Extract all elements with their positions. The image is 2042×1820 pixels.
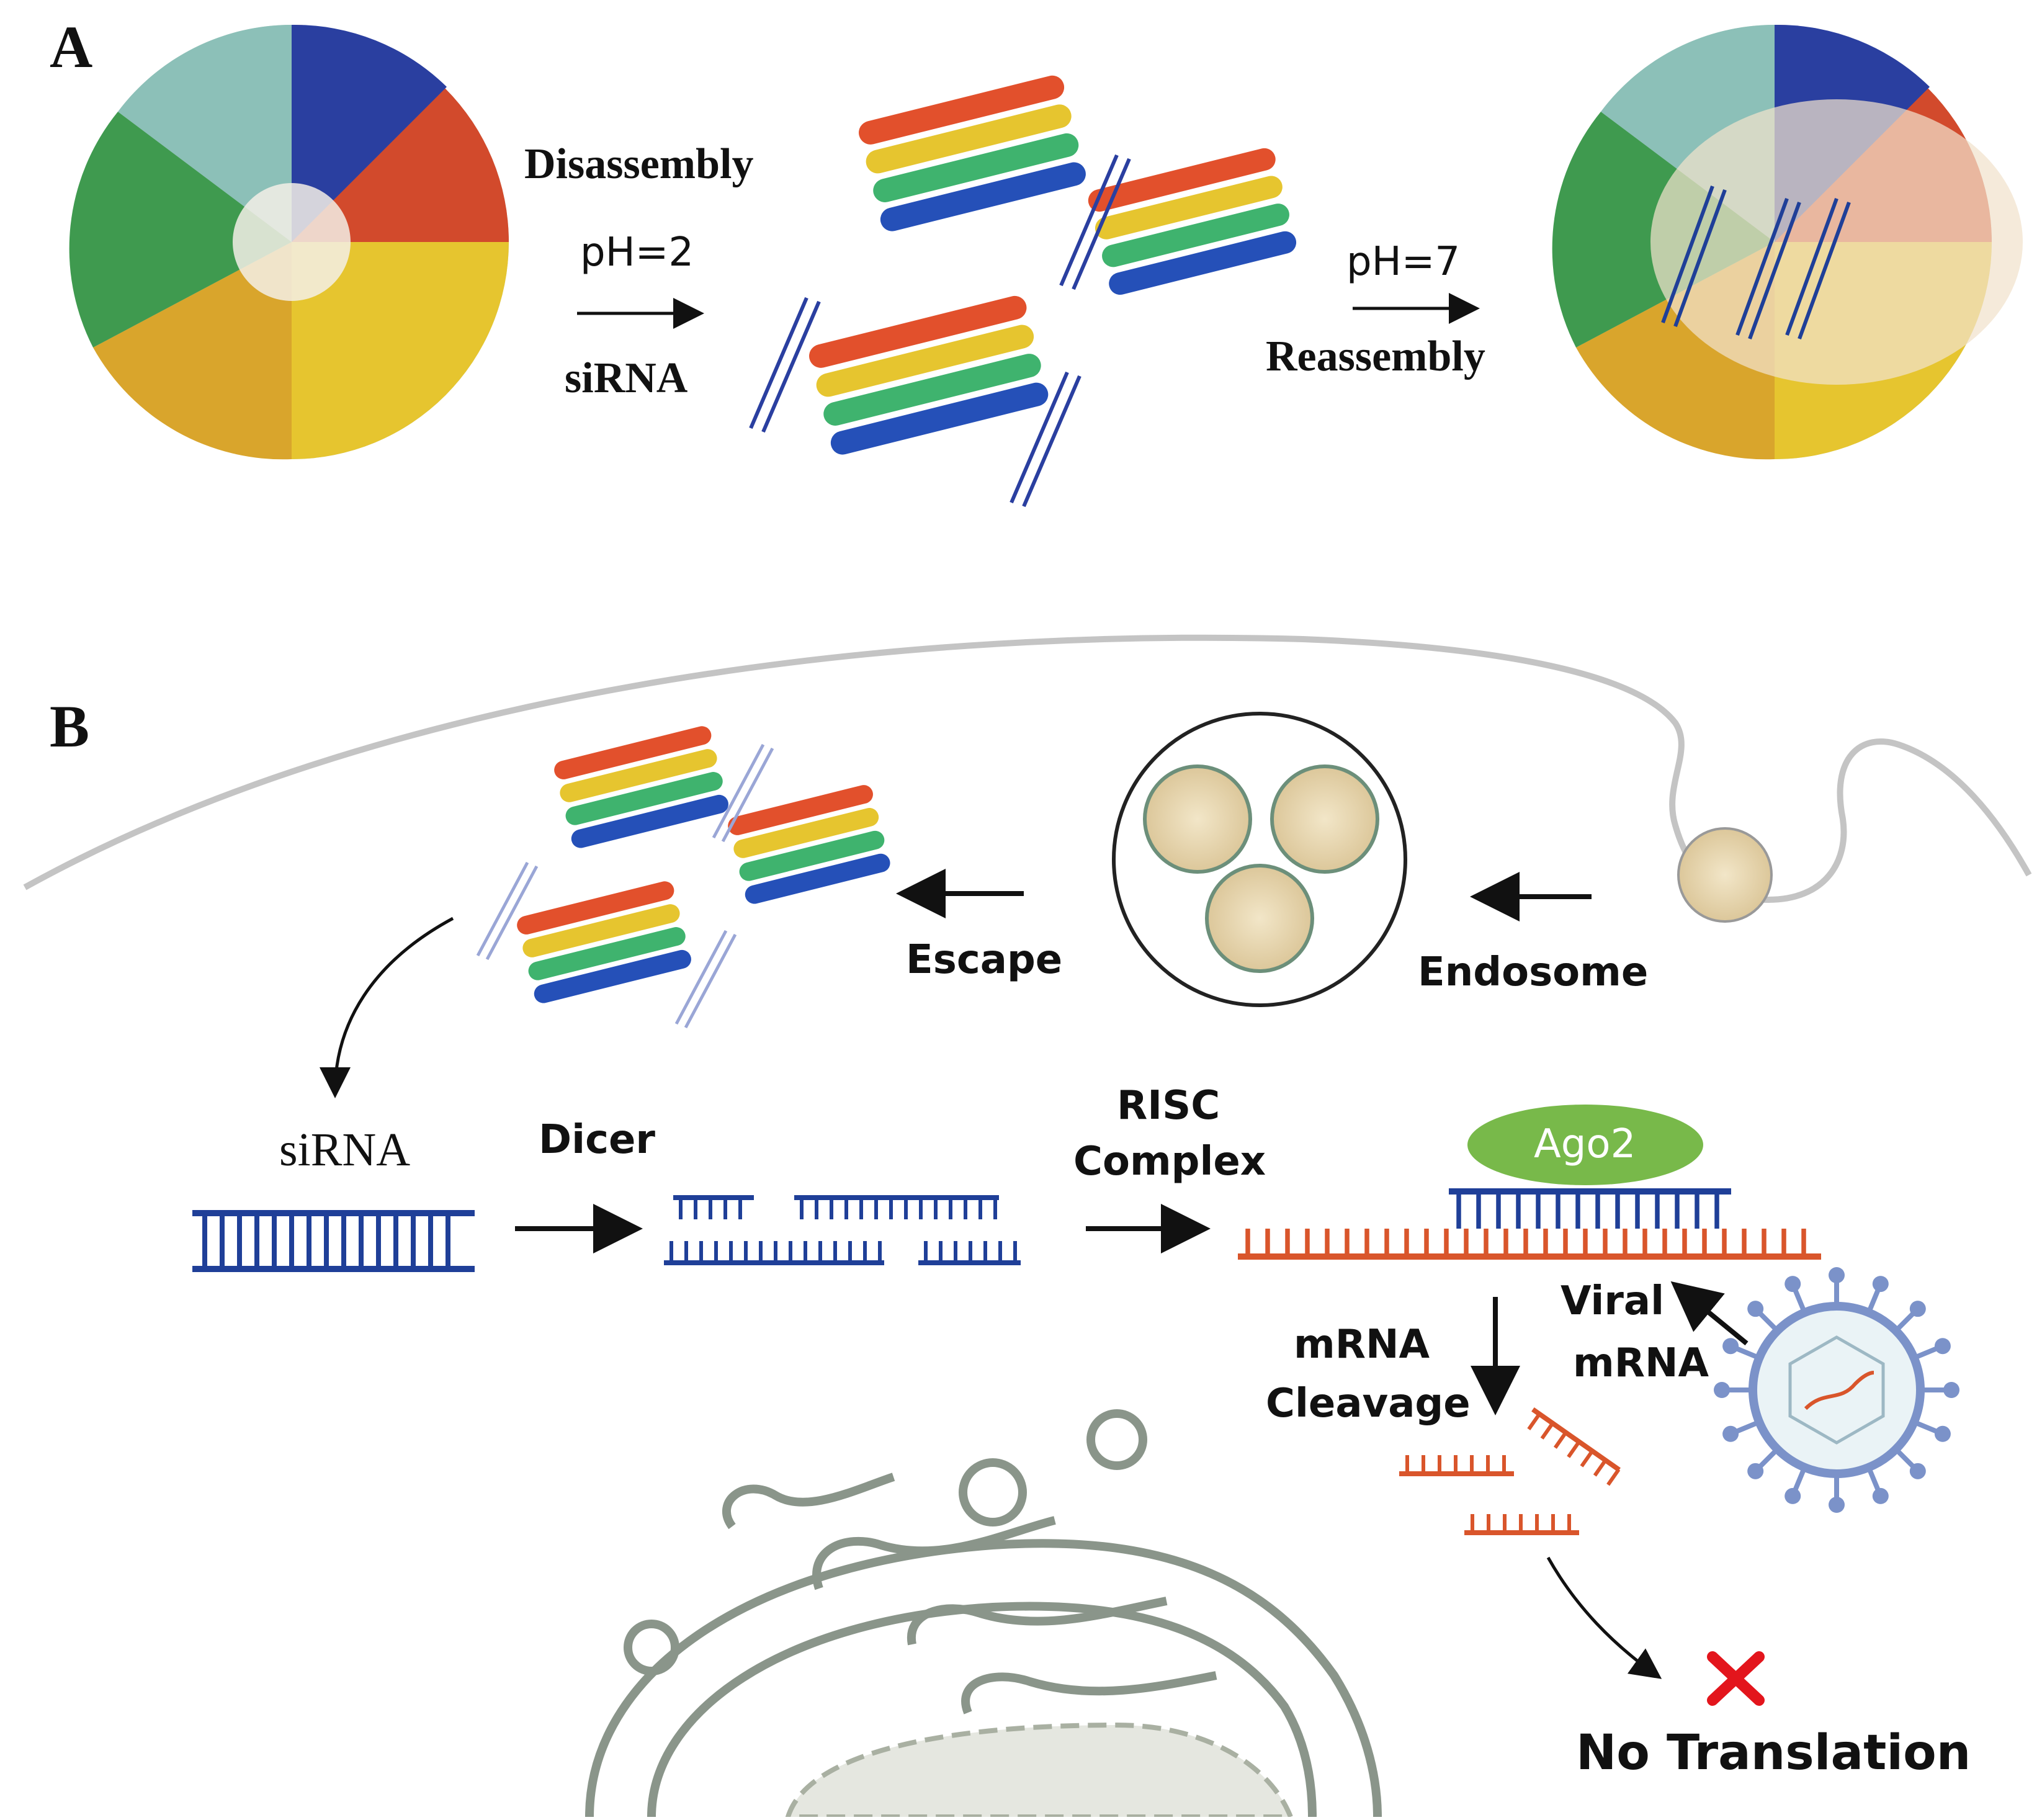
reassembly-label: Reassembly	[1266, 333, 1485, 380]
panel-label-a: A	[50, 14, 93, 80]
risc-label-line1: RISC	[1117, 1083, 1220, 1129]
ferritin-cage-intact	[69, 24, 509, 460]
dicer-label: Dicer	[539, 1117, 655, 1163]
disassembly-label: Disassembly	[524, 140, 754, 188]
arrow-to-sirna	[320, 917, 454, 1098]
cleavage-label-line2: Cleavage	[1266, 1381, 1471, 1427]
arrow-viral-mrna	[1670, 1281, 1749, 1346]
sirna-label-a: siRNA	[565, 354, 688, 402]
risc-label-line2: Complex	[1073, 1139, 1266, 1185]
ferritin-cage-reassembled	[1552, 24, 2023, 460]
sirna-label-b: siRNA	[279, 1124, 411, 1176]
escape-label: Escape	[906, 937, 1063, 983]
ph2-label: pH=2	[580, 230, 694, 276]
released-subunits	[476, 726, 890, 1029]
cleaved-mrna-fragments	[1399, 1407, 1621, 1535]
endocytic-vesicle	[1677, 827, 1773, 923]
x-mark-icon	[1707, 1651, 1765, 1706]
encapsulated-sirna	[1661, 185, 1851, 340]
endoplasmic-reticulum	[585, 1409, 1382, 1818]
risc-target-complex	[1238, 1188, 1821, 1260]
ago2-label: Ago2	[1534, 1121, 1636, 1167]
ferritin-subunits-disassembled	[809, 75, 1297, 455]
endosome-label: Endosome	[1418, 949, 1649, 995]
arrow-no-translation	[1546, 1556, 1662, 1679]
no-translation-label: No Translation	[1576, 1725, 1971, 1781]
cell-membrane	[23, 634, 2032, 903]
ph7-label: pH=7	[1346, 239, 1461, 285]
viral-label-line2: mRNA	[1573, 1340, 1709, 1386]
sirna-fragments	[664, 1195, 1021, 1265]
ago2-protein	[1467, 1105, 1703, 1185]
nucleus	[784, 1722, 1294, 1819]
virus-particle	[1714, 1267, 1959, 1513]
endosome	[1112, 712, 1407, 1007]
panel-label-b: B	[50, 693, 90, 760]
sirna-duplex	[192, 1210, 475, 1272]
free-sirna-strands	[749, 154, 1131, 508]
viral-label-line1: Viral	[1561, 1278, 1665, 1324]
cleavage-label-line1: mRNA	[1294, 1322, 1430, 1368]
